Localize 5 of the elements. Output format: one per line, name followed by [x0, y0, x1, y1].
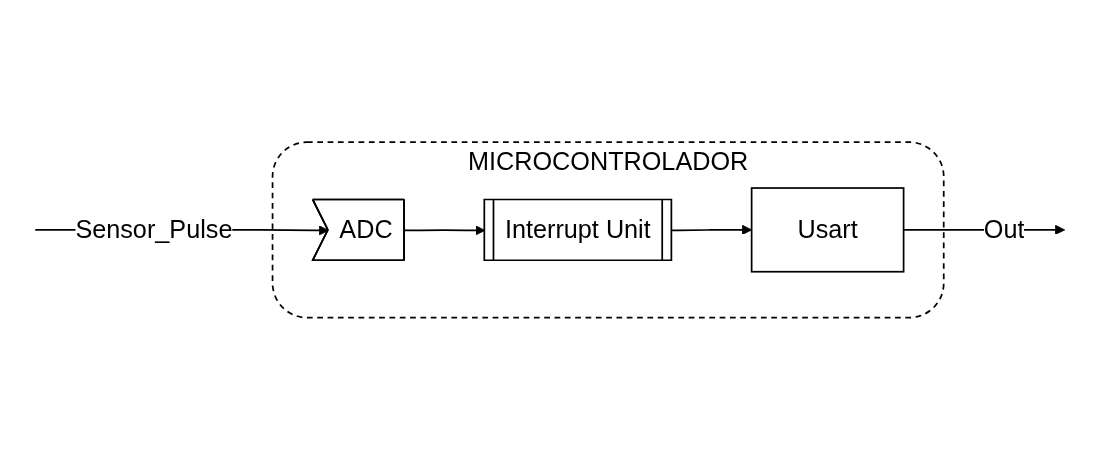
edge-label: Sensor_Pulse	[74, 215, 232, 245]
node-box: Usart	[750, 187, 904, 273]
edge-label: Out	[983, 215, 1025, 245]
arrow	[403, 225, 485, 236]
arrow	[670, 224, 752, 236]
